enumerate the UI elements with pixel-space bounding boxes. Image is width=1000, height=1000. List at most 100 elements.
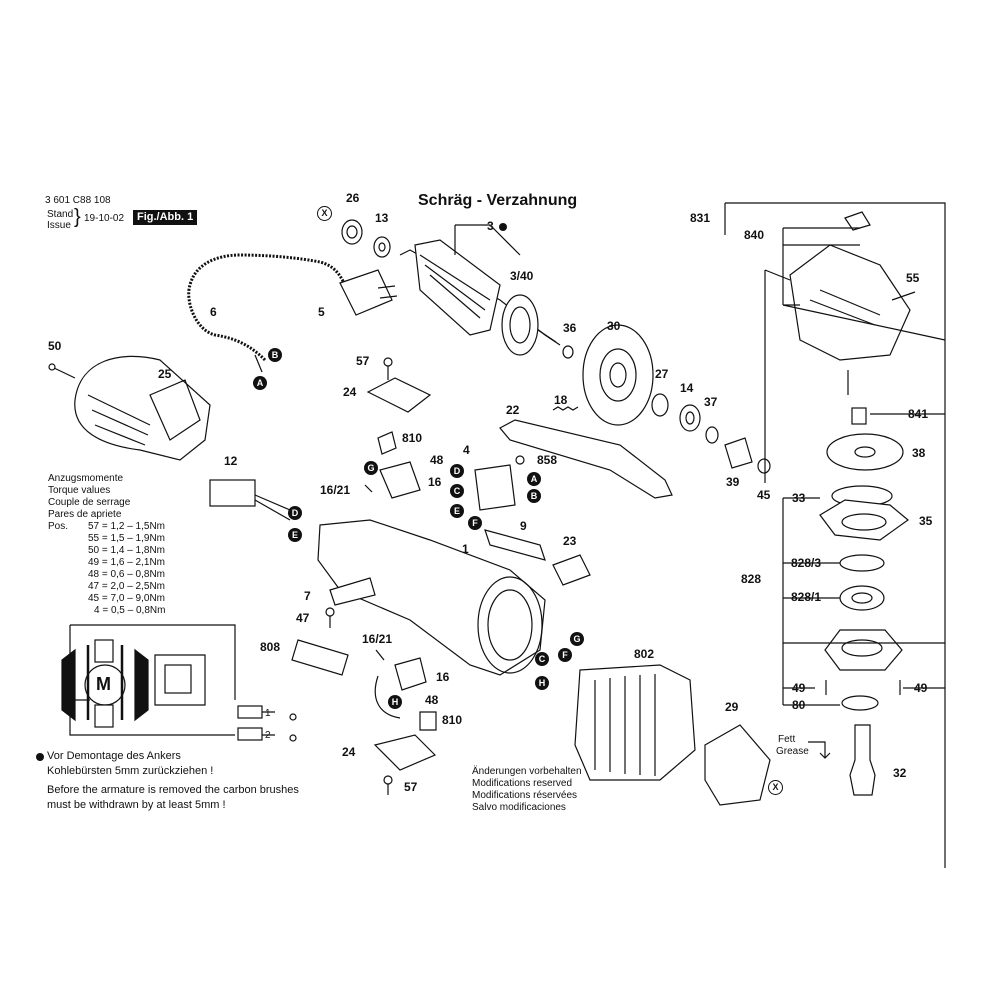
part-828-1: 828/1 [791, 590, 822, 604]
part-55: 55 [906, 271, 920, 285]
torque-title-es: Pares de apriete [48, 509, 122, 520]
part-7: 7 [304, 589, 311, 603]
part-24-top: 24 [343, 385, 357, 399]
diagram-title: Schräg - Verzahnung [418, 192, 578, 209]
marker-f-field: F [558, 648, 572, 662]
switch-position-2: 2 [265, 730, 271, 741]
note-dot [36, 753, 44, 761]
part-37: 37 [704, 395, 718, 409]
part-14: 14 [680, 381, 694, 395]
torque-title-en: Torque values [48, 485, 111, 496]
marker-c-field: C [535, 652, 549, 666]
switch-position-1: 1 [265, 708, 271, 719]
part-49-left: 49 [792, 681, 806, 695]
part-22: 22 [506, 403, 520, 417]
part-35: 35 [919, 514, 933, 528]
part-841: 841 [908, 407, 929, 421]
marker-h-brush: H [388, 695, 402, 709]
part-57-bottom: 57 [404, 780, 418, 794]
stand-label: Stand [47, 209, 74, 220]
torque-row: 48 = 0,6 – 0,8Nm [88, 569, 165, 580]
marker-a-switch: A [527, 472, 541, 486]
part-33: 33 [792, 491, 806, 505]
part-6: 6 [210, 305, 217, 319]
torque-pos-label: Pos. [48, 521, 69, 532]
part-49-right: 49 [914, 681, 928, 695]
part-18: 18 [554, 393, 568, 407]
part-16-bottom: 16 [436, 670, 450, 684]
marker-x-bottom: X [768, 780, 783, 795]
torque-title-de: Anzugsmomente [48, 473, 124, 484]
armature-note-dot [499, 223, 507, 231]
part-802: 802 [634, 647, 655, 661]
marker-e-suppressor: E [288, 528, 302, 542]
part-858: 858 [537, 453, 558, 467]
modifications-en: Modifications reserved [472, 778, 573, 789]
marker-c-switch: C [450, 484, 464, 498]
motor-symbol: M [96, 674, 111, 694]
part-840: 840 [744, 228, 765, 242]
part-5: 5 [318, 305, 325, 319]
fett-label: Fett [778, 734, 796, 745]
torque-title-fr: Couple de serrage [48, 497, 131, 508]
part-4: 4 [463, 443, 470, 457]
torque-row: 49 = 1,6 – 2,1Nm [88, 557, 165, 568]
part-828: 828 [741, 572, 762, 586]
marker-f-switch: F [468, 516, 482, 530]
stand-brace: } [74, 206, 81, 228]
part-810-bottom: 810 [442, 713, 463, 727]
part-30: 30 [607, 319, 621, 333]
part-45: 45 [757, 488, 771, 502]
modifications-de: Änderungen vorbehalten [472, 766, 582, 777]
marker-h-field: H [535, 676, 549, 690]
part-16-top: 16 [428, 475, 442, 489]
part-3: 3 [487, 219, 494, 233]
torque-row: 57 = 1,2 – 1,5Nm [88, 521, 165, 532]
marker-g-brush: G [364, 461, 378, 475]
figure-label: Fig./Abb. 1 [133, 210, 198, 225]
part-828-3: 828/3 [791, 556, 822, 570]
document-number: 3 601 C88 108 [45, 195, 111, 206]
note-en-line1: Before the armature is removed the carbo… [47, 784, 299, 796]
part-39: 39 [726, 475, 740, 489]
part-12: 12 [224, 454, 238, 468]
part-25: 25 [158, 367, 172, 381]
part-48-top: 48 [430, 453, 444, 467]
modifications-es: Salvo modificaciones [472, 802, 566, 813]
torque-row: 47 = 2,0 – 2,5Nm [88, 581, 165, 592]
marker-e-switch: E [450, 504, 464, 518]
part-27: 27 [655, 367, 669, 381]
note-de-line1: Vor Demontage des Ankers [47, 750, 181, 762]
marker-b-switch: B [527, 489, 541, 503]
part-808: 808 [260, 640, 281, 654]
part-47: 47 [296, 611, 310, 625]
part-80: 80 [792, 698, 806, 712]
note-de-line2: Kohlebürsten 5mm zurückziehen ! [47, 765, 214, 777]
part-24-bottom: 24 [342, 745, 356, 759]
modifications-fr: Modifications réservées [472, 790, 578, 801]
part-38: 38 [912, 446, 926, 460]
part-48-bottom: 48 [425, 693, 439, 707]
grease-label: Grease [776, 746, 809, 757]
part-3-40: 3/40 [510, 269, 534, 283]
marker-d-suppressor: D [288, 506, 302, 520]
marker-a-cable: A [253, 376, 267, 390]
issue-date: 19-10-02 [84, 213, 125, 224]
part-16-21-top: 16/21 [320, 483, 351, 497]
part-16-21-bottom: 16/21 [362, 632, 393, 646]
part-9: 9 [520, 519, 527, 533]
torque-row: 50 = 1,4 – 1,8Nm [88, 545, 165, 556]
part-23: 23 [563, 534, 577, 548]
note-en-line2: must be withdrawn by at least 5mm ! [47, 799, 226, 811]
part-29: 29 [725, 700, 739, 714]
marker-x-top: X [317, 206, 332, 221]
part-810-top: 810 [402, 431, 423, 445]
issue-label: Issue [47, 220, 71, 231]
torque-row: 55 = 1,5 – 1,9Nm [88, 533, 165, 544]
part-57-top: 57 [356, 354, 370, 368]
part-36: 36 [563, 321, 577, 335]
part-831: 831 [690, 211, 711, 225]
part-1: 1 [462, 542, 469, 556]
torque-row: 45 = 7,0 – 9,0Nm [88, 593, 165, 604]
